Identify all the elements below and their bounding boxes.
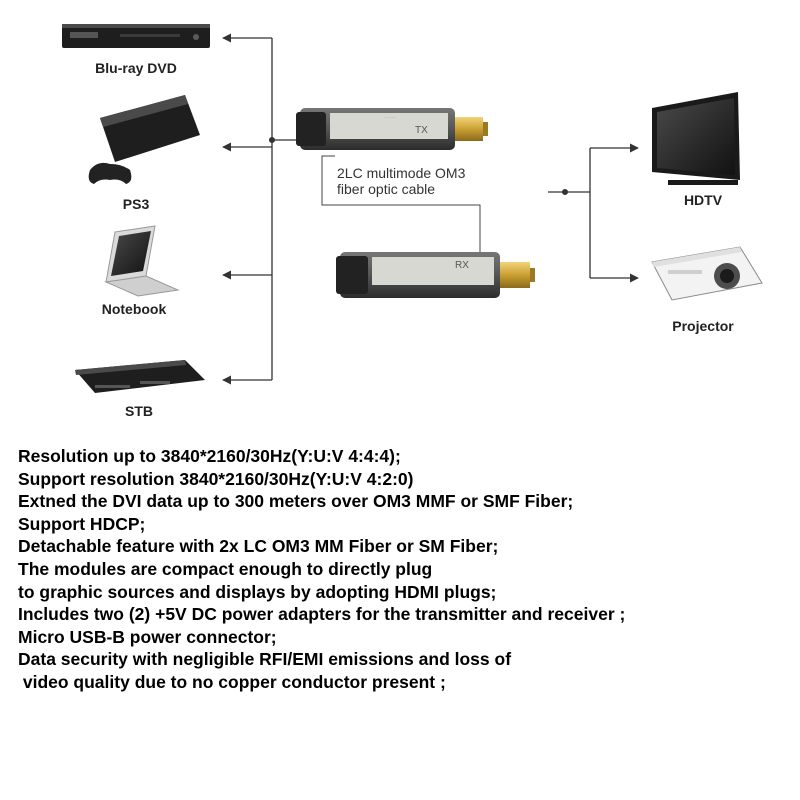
hdtv-device: HDTV: [652, 92, 740, 208]
source-bus-lines: [222, 33, 300, 385]
connection-diagram: Blu-ray DVD PS3 Notebook STB: [62, 24, 763, 419]
notebook-device: Notebook: [102, 225, 180, 317]
hdmi-fiber-receiver-icon: [336, 252, 535, 298]
display-bus-lines: [548, 143, 639, 283]
feature-list: Resolution up to 3840*2160/30Hz(Y:U:V 4:…: [18, 445, 798, 694]
cable-label-line1: 2LC multimode OM3: [337, 165, 466, 181]
feature-item: Support HDCP;: [18, 513, 146, 534]
fiber-cable-line: [321, 155, 481, 252]
bluray-player-icon: [62, 24, 210, 48]
game-console-icon: [88, 95, 200, 184]
hdmi-fiber-transmitter-icon: ..........: [296, 108, 488, 150]
feature-item: Micro USB-B power connector;: [18, 626, 277, 647]
hdtv-label: HDTV: [684, 192, 723, 208]
projector-icon: [651, 246, 763, 301]
svg-text:..........: ..........: [385, 114, 396, 119]
feature-item: Extned the DVI data up to 300 meters ove…: [18, 491, 574, 512]
tv-monitor-icon: [652, 92, 740, 185]
ps3-label: PS3: [123, 196, 150, 212]
feature-item: Data security with negligible RFI/EMI em…: [18, 649, 512, 670]
cable-label-line2: fiber optic cable: [337, 181, 435, 197]
cable-label: 2LC multimode OM3 fiber optic cable: [337, 165, 466, 197]
feature-item: Resolution up to 3840*2160/30Hz(Y:U:V 4:…: [18, 446, 401, 466]
transmitter-module: .......... TX: [296, 108, 488, 150]
set-top-box-icon: [75, 360, 205, 393]
projector-device: Projector: [651, 246, 763, 334]
receiver-module: RX: [336, 252, 535, 298]
laptop-icon: [104, 225, 180, 297]
feature-item: Detachable feature with 2x LC OM3 MM Fib…: [18, 536, 499, 557]
bluray-device: Blu-ray DVD: [62, 24, 210, 76]
receiver-tag: RX: [455, 260, 469, 271]
stb-device: STB: [75, 360, 205, 419]
feature-item: Includes two (2) +5V DC power adapters f…: [18, 604, 626, 625]
feature-item: to graphic sources and displays by adopt…: [18, 581, 497, 602]
transmitter-tag: TX: [415, 125, 428, 136]
feature-item: The modules are compact enough to direct…: [18, 558, 433, 579]
ps3-device: PS3: [88, 95, 200, 212]
bluray-label: Blu-ray DVD: [95, 60, 177, 76]
stb-label: STB: [125, 403, 153, 419]
feature-item: video quality due to no copper conductor…: [18, 671, 446, 692]
feature-item: Support resolution 3840*2160/30Hz(Y:U:V …: [18, 468, 414, 489]
projector-label: Projector: [672, 318, 734, 334]
notebook-label: Notebook: [102, 301, 167, 317]
